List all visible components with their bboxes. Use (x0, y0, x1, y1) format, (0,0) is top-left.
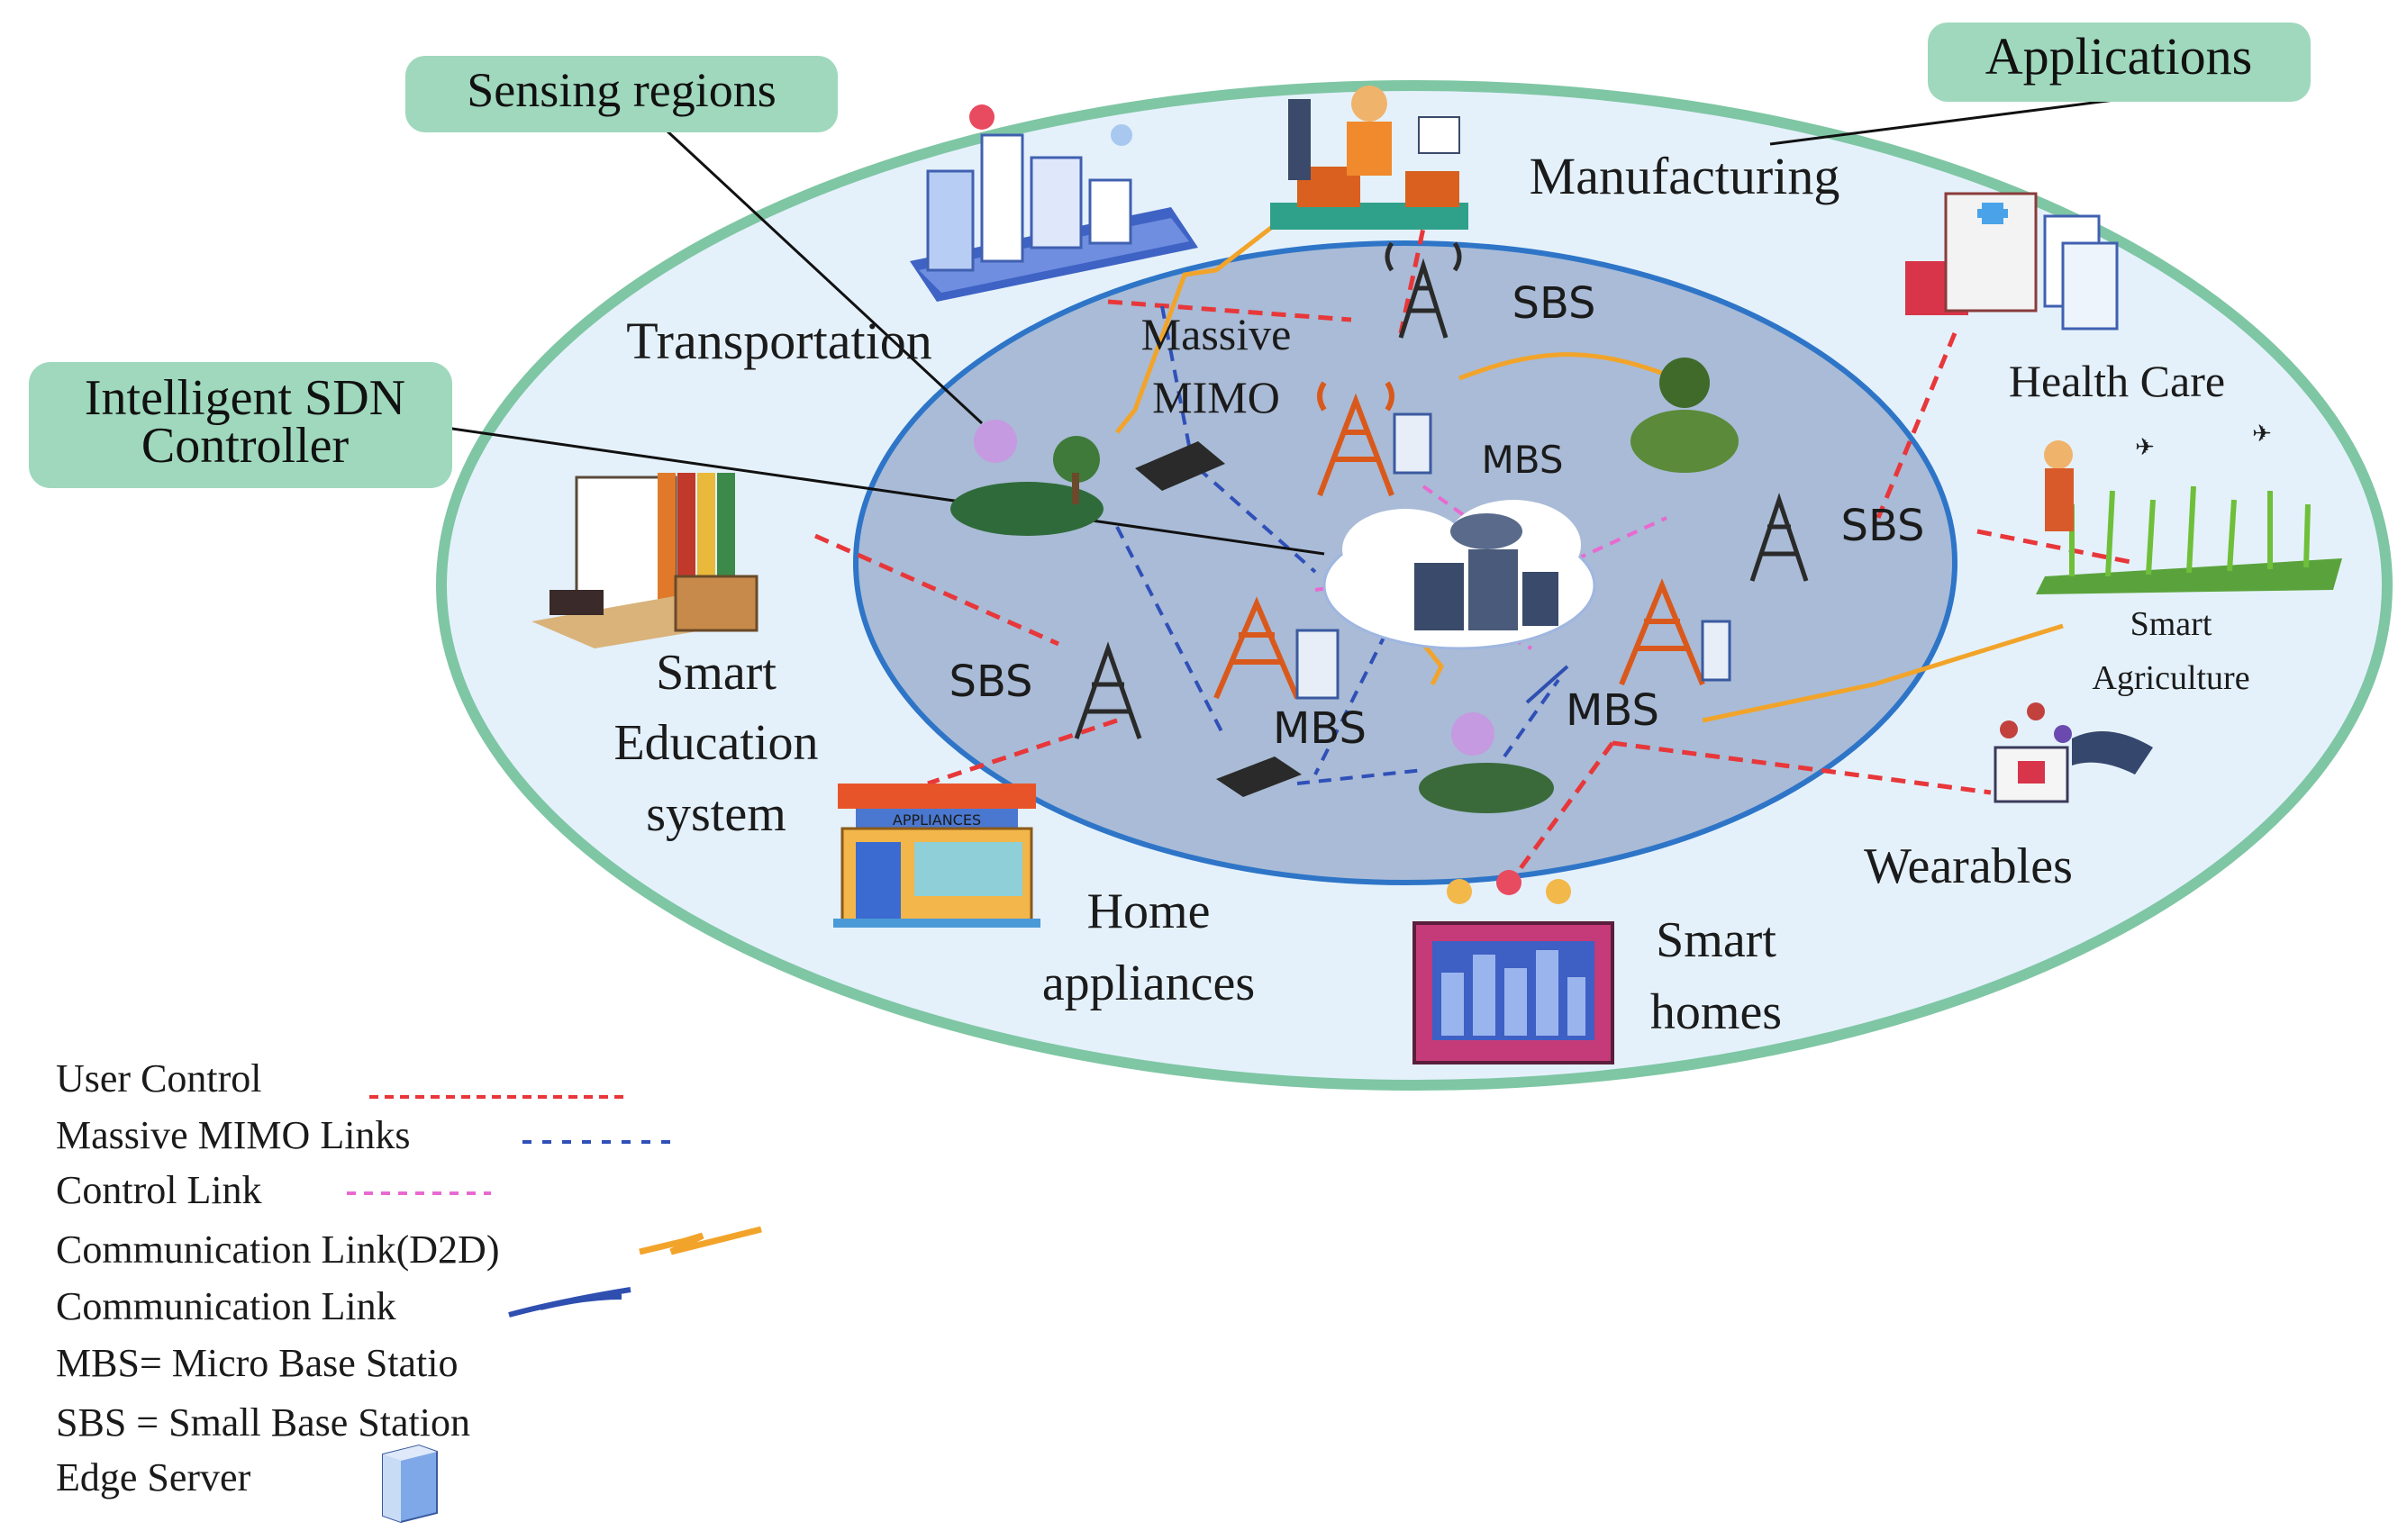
legend-comm-link-label: Communication Link (56, 1284, 396, 1328)
mbs-tower-right (1619, 578, 1705, 686)
mbs-tower-center (1213, 596, 1300, 700)
legend-edge-server-icon (382, 1444, 438, 1524)
wearables-label: Wearables (1864, 838, 2073, 894)
sbs-label-left: SBS (949, 657, 1032, 707)
appliances-sign-text: APPLIANCES (893, 811, 981, 829)
legend-massive-mimo-label: Massive MIMO Links (56, 1113, 411, 1157)
sbs-label-right: SBS (1840, 501, 1924, 551)
health-care-icon (1905, 192, 2119, 331)
smart-homes-label-2: homes (1650, 984, 1782, 1040)
applications-label: Applications (1985, 27, 2252, 86)
mbs-label-center: MBS (1273, 703, 1367, 754)
sdn-controller-label-1: Intelligent SDN (85, 370, 405, 426)
mbs-label-right: MBS (1566, 685, 1659, 736)
smart-agriculture-label-1: Smart (2130, 605, 2212, 643)
smart-agriculture-label-2: Agriculture (2092, 659, 2249, 697)
mbs-tower-top (1317, 381, 1394, 497)
gateway-device-bottom (1216, 756, 1302, 797)
svg-text:✈: ✈ (2135, 434, 2155, 461)
smart-education-icon (531, 473, 758, 648)
sensing-region-tree-bottom (1419, 712, 1554, 813)
edge-server-top (1393, 412, 1432, 475)
smart-city-icon (910, 104, 1198, 302)
mbs-label-top: MBS (1482, 438, 1564, 482)
sdn-controller-label-2: Controller (141, 418, 350, 474)
gateway-device-top (1135, 441, 1225, 491)
sensing-region-tree-left (950, 420, 1104, 536)
massive-mimo-label-2: MIMO (1152, 372, 1280, 422)
smart-agriculture-icon: ✈ ✈ (2036, 421, 2342, 594)
transportation-label: Transportation (626, 312, 931, 370)
legend-user-control-label: User Control (56, 1056, 262, 1101)
sdn-controller-callout: Intelligent SDN Controller (29, 362, 452, 488)
legend-sbs-definition: SBS = Small Base Station (56, 1400, 470, 1445)
sensing-region-tree-right (1630, 358, 1739, 473)
smart-education-label-1: Smart (656, 645, 777, 701)
sbs-tower-left (1074, 641, 1142, 739)
home-appliances-label-1: Home (1087, 883, 1211, 939)
wearables-icon (1994, 702, 2153, 803)
applications-callout: Applications (1928, 23, 2311, 102)
sbs-tower-right (1749, 493, 1809, 582)
sensing-regions-label: Sensing regions (467, 63, 777, 117)
sdn-controller-cloud (1322, 500, 1596, 650)
legend-comm-link-swatch (508, 1287, 631, 1318)
communication-links (1525, 665, 1569, 704)
d2d-communication-links (1115, 192, 2064, 723)
sensing-regions-callout: Sensing regions (405, 56, 838, 132)
legend-d2d-label: Communication Link(D2D) (56, 1227, 500, 1272)
sbs-label-top: SBS (1512, 278, 1595, 329)
user-control-links (813, 206, 2136, 880)
home-appliances-icon: APPLIANCES (833, 784, 1040, 928)
smart-education-label-2: Education (613, 715, 818, 771)
sbs-tower-top (1385, 241, 1462, 339)
home-appliances-label-2: appliances (1042, 956, 1255, 1011)
manufacturing-label: Manufacturing (1530, 147, 1840, 205)
legend-mbs-definition: MBS= Micro Base Statio (56, 1341, 459, 1385)
edge-server-right (1701, 620, 1731, 682)
legend: User Control Massive MIMO Links Control … (56, 1056, 762, 1524)
smart-homes-label-1: Smart (1656, 912, 1776, 968)
legend-control-link-label: Control Link (56, 1168, 262, 1212)
massive-mimo-label-1: Massive (1141, 309, 1292, 359)
legend-d2d-swatch (639, 1226, 762, 1255)
legend-edge-server-label: Edge Server (56, 1455, 251, 1499)
edge-server-center (1295, 629, 1340, 700)
svg-text:✈: ✈ (2252, 421, 2272, 448)
smart-education-label-3: system (646, 786, 786, 842)
manufacturing-icon (1270, 86, 1468, 230)
health-care-label: Health Care (2009, 356, 2225, 406)
smart-homes-icon (1412, 870, 1614, 1064)
